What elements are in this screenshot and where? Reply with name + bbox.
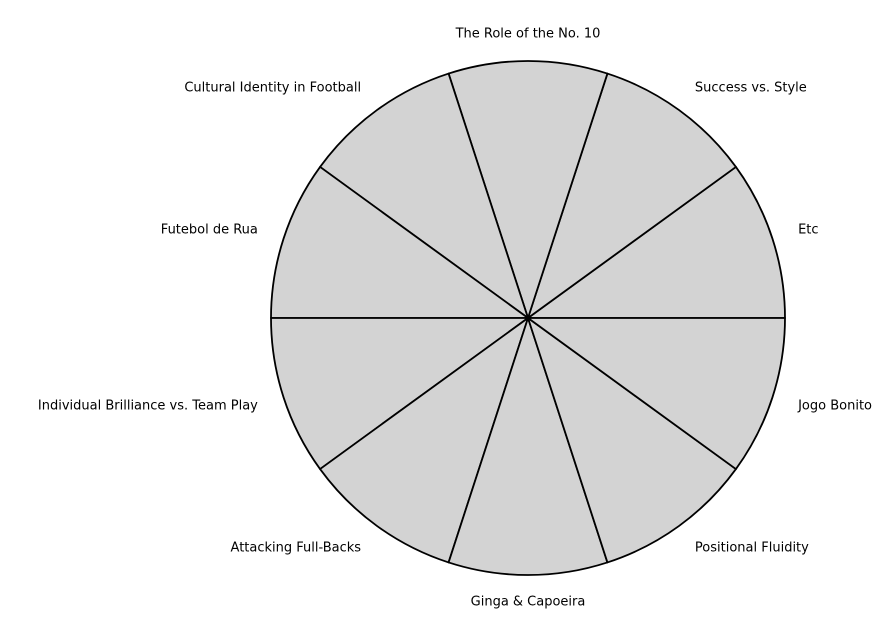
pie-slice-label: Positional Fluidity [695, 540, 809, 555]
pie-slice [319, 317, 529, 564]
pie-slice-label: The Role of the No. 10 [455, 27, 601, 42]
pie-slice [527, 166, 786, 319]
pie-slice-label: Success vs. Style [695, 81, 807, 96]
pie-slice [270, 166, 529, 319]
pie-slice-label: Jogo Bonito [797, 398, 872, 413]
pie-labels: Etc Success vs. Style The Role of the No. … [38, 27, 872, 610]
pie-slice-label: Attacking Full-Backs [231, 540, 362, 555]
pie-slice [527, 72, 737, 319]
pie-slice [447, 60, 609, 319]
pie-slice-label: Individual Brilliance vs. Team Play [38, 398, 258, 413]
pie-slice [527, 317, 737, 564]
pie-slice-label: Ginga & Capoeira [471, 595, 586, 610]
pie-slice [447, 317, 609, 576]
pie-slice-label: Etc [798, 223, 818, 238]
pie-slice-label: Futebol de Rua [161, 223, 258, 238]
pie-slice [527, 317, 786, 470]
pie-slice [319, 72, 529, 319]
pie-slice [270, 317, 529, 470]
pie-slices [270, 60, 786, 576]
pie-slice-label: Cultural Identity in Football [184, 81, 361, 96]
